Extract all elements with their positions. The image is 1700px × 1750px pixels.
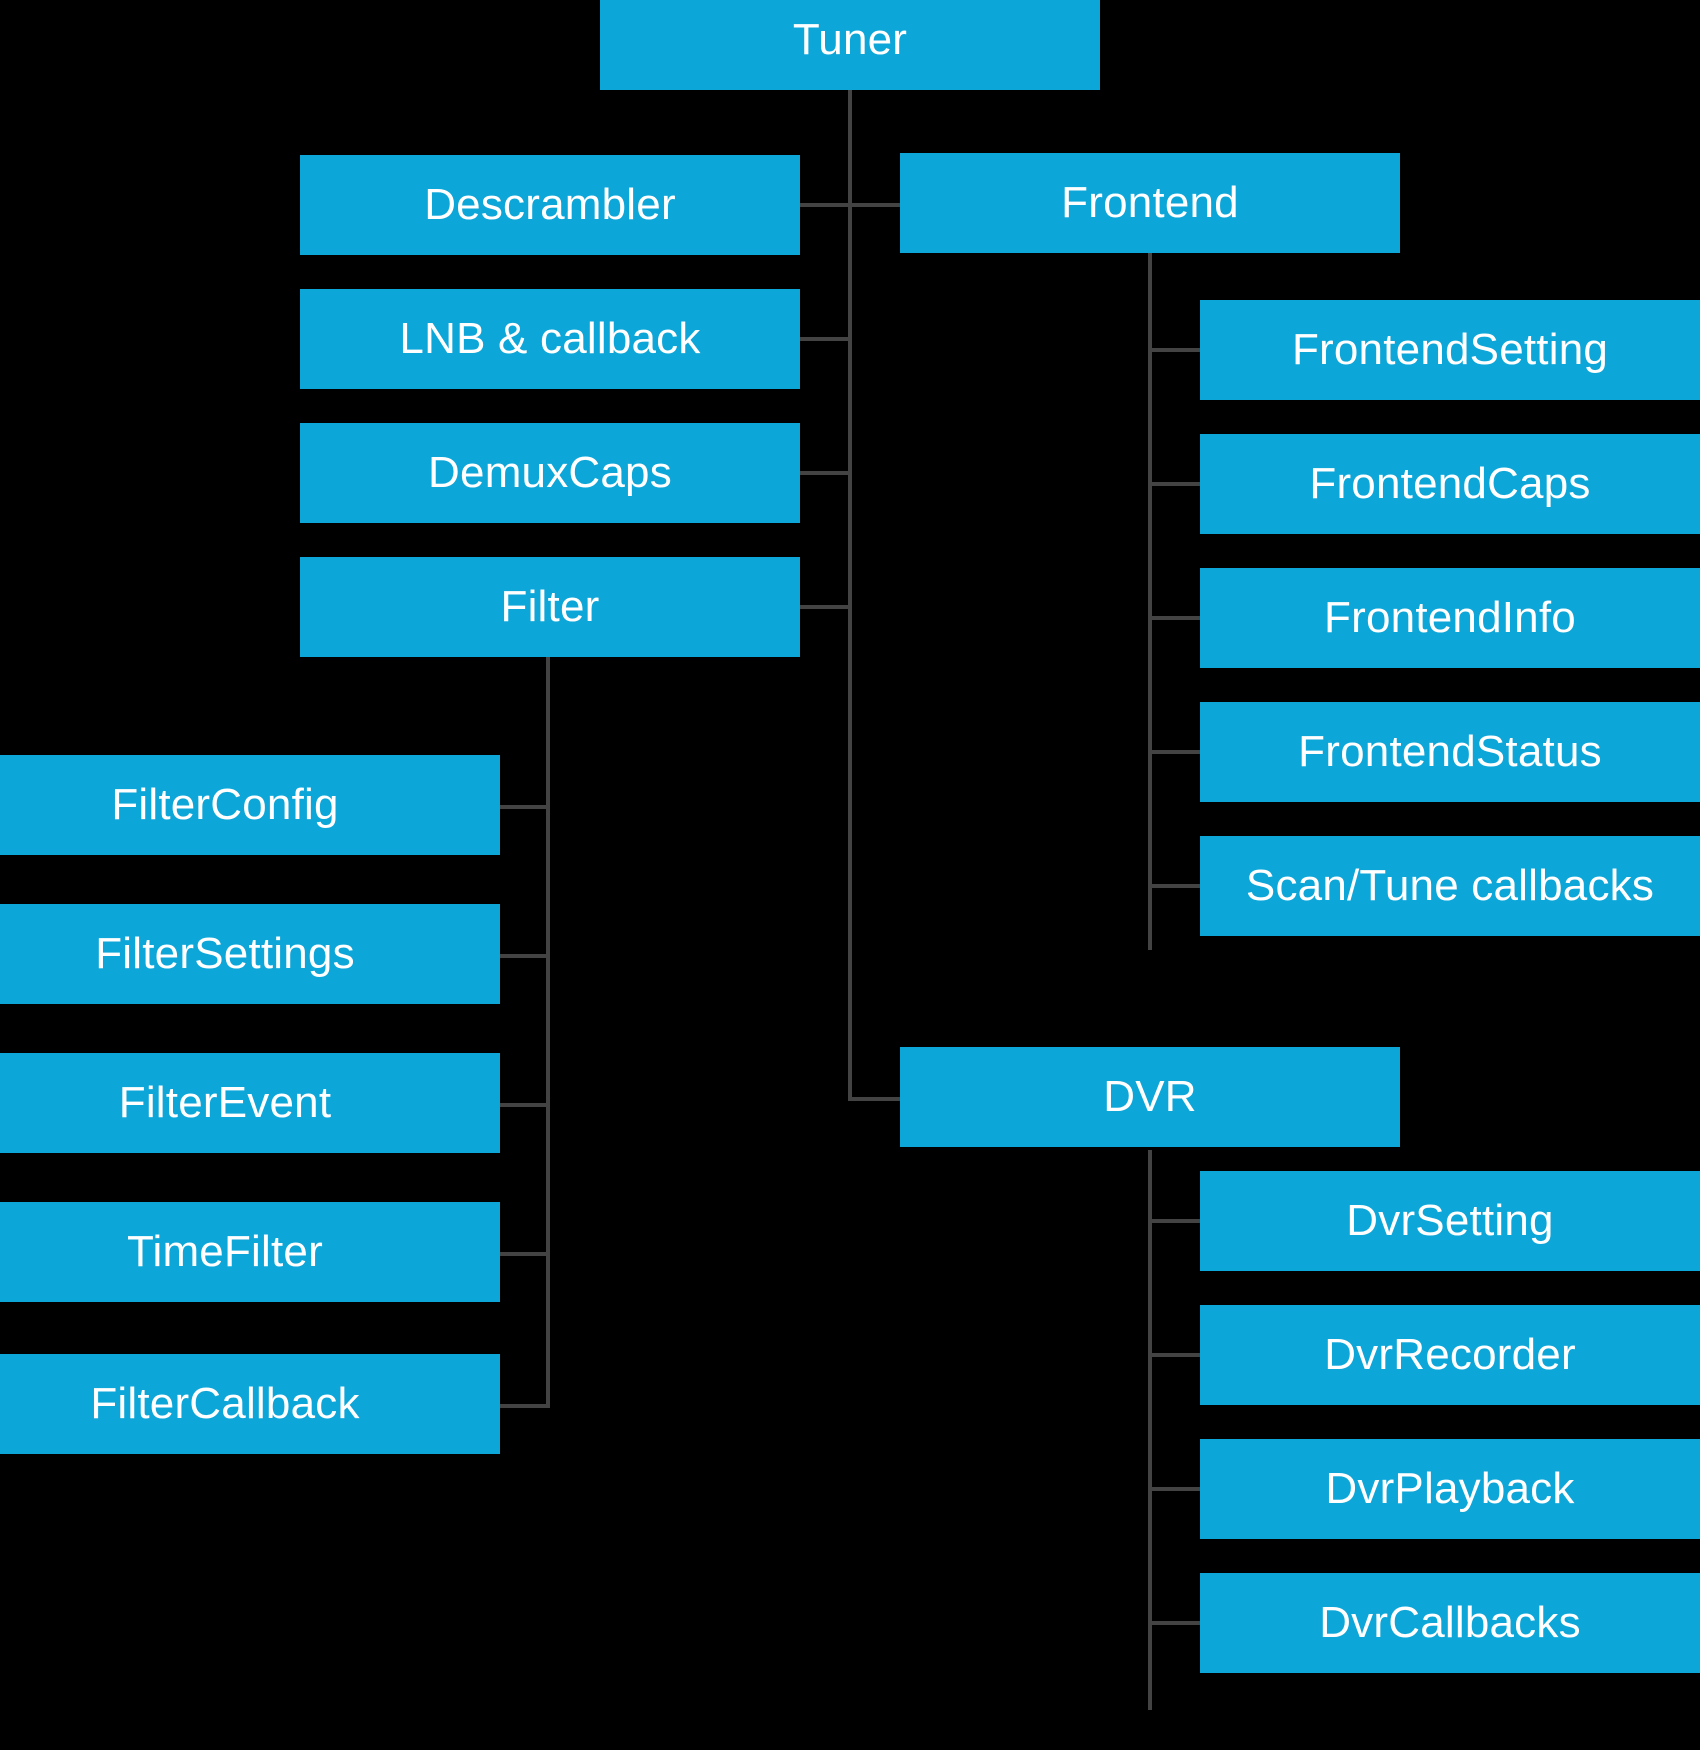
node-frontend-info-label: FrontendInfo — [1324, 593, 1576, 642]
node-descrambler[interactable]: Descrambler — [300, 155, 800, 255]
node-dvr-callbacks[interactable]: DvrCallbacks — [1200, 1573, 1700, 1673]
node-filter-label: Filter — [500, 582, 600, 631]
edge-frontend-status — [1148, 750, 1204, 754]
node-filter-settings[interactable]: FilterSettings — [0, 904, 500, 1004]
edge-filter-config — [500, 805, 550, 809]
node-tuner-label: Tuner — [792, 15, 908, 64]
node-demuxcaps[interactable]: DemuxCaps — [300, 423, 800, 523]
node-filter-settings-label: FilterSettings — [95, 929, 355, 978]
edge-filter-event — [500, 1103, 550, 1107]
node-time-filter[interactable]: TimeFilter — [0, 1202, 500, 1302]
node-dvr-playback[interactable]: DvrPlayback — [1200, 1439, 1700, 1539]
node-demuxcaps-label: DemuxCaps — [428, 448, 672, 497]
node-time-filter-label: TimeFilter — [127, 1227, 323, 1276]
edge-dvr-callbacks — [1148, 1621, 1204, 1625]
edge-filter-callback — [500, 1404, 550, 1408]
edge-filter-timefilter — [500, 1252, 550, 1256]
node-frontend-status[interactable]: FrontendStatus — [1200, 702, 1700, 802]
node-frontend-setting-label: FrontendSetting — [1291, 325, 1609, 374]
edge-filter-trunk — [546, 648, 550, 1408]
edge-tuner-descrambler — [800, 203, 852, 207]
node-frontend-status-label: FrontendStatus — [1298, 727, 1602, 776]
node-tuner[interactable]: Tuner — [600, 0, 1100, 90]
edge-frontend-scantune — [1148, 884, 1204, 888]
node-filter-event-label: FilterEvent — [118, 1078, 332, 1127]
edge-dvr-playback — [1148, 1487, 1204, 1491]
node-filter-event[interactable]: FilterEvent — [0, 1053, 500, 1153]
node-lnb-callback-label: LNB & callback — [399, 314, 701, 363]
node-filter-config[interactable]: FilterConfig — [0, 755, 500, 855]
edge-tuner-dvr — [848, 1097, 904, 1101]
node-dvr-recorder[interactable]: DvrRecorder — [1200, 1305, 1700, 1405]
node-scan-tune-callbacks[interactable]: Scan/Tune callbacks — [1200, 836, 1700, 936]
node-dvr-setting[interactable]: DvrSetting — [1200, 1171, 1700, 1271]
node-filter-config-label: FilterConfig — [111, 780, 339, 829]
node-dvr-label: DVR — [1103, 1072, 1197, 1121]
node-dvr-recorder-label: DvrRecorder — [1324, 1330, 1576, 1379]
node-frontend-setting[interactable]: FrontendSetting — [1200, 300, 1700, 400]
node-descrambler-label: Descrambler — [424, 180, 676, 229]
node-frontend-info[interactable]: FrontendInfo — [1200, 568, 1700, 668]
edge-dvr-trunk — [1148, 1150, 1152, 1710]
node-filter[interactable]: Filter — [300, 557, 800, 657]
node-filter-callback-label: FilterCallback — [90, 1379, 360, 1428]
edge-tuner-lnb — [800, 337, 852, 341]
node-dvr-playback-label: DvrPlayback — [1325, 1464, 1575, 1513]
node-lnb-callback[interactable]: LNB & callback — [300, 289, 800, 389]
node-frontend[interactable]: Frontend — [900, 153, 1400, 253]
node-dvr[interactable]: DVR — [900, 1047, 1400, 1147]
node-filter-callback[interactable]: FilterCallback — [0, 1354, 500, 1454]
edge-frontend-info — [1148, 616, 1204, 620]
node-frontend-caps-label: FrontendCaps — [1309, 459, 1591, 508]
edge-frontend-setting — [1148, 348, 1204, 352]
node-frontend-label: Frontend — [1061, 178, 1239, 227]
edge-tuner-filter — [800, 605, 852, 609]
edge-frontend-trunk — [1148, 250, 1152, 950]
edge-dvr-recorder — [1148, 1353, 1204, 1357]
edge-tuner-trunk — [848, 90, 852, 1101]
edge-tuner-demuxcaps — [800, 471, 852, 475]
node-scan-tune-callbacks-label: Scan/Tune callbacks — [1245, 861, 1655, 910]
node-frontend-caps[interactable]: FrontendCaps — [1200, 434, 1700, 534]
edge-filter-settings — [500, 954, 550, 958]
edge-tuner-frontend — [848, 203, 904, 207]
edge-dvr-setting — [1148, 1219, 1204, 1223]
node-dvr-callbacks-label: DvrCallbacks — [1319, 1598, 1581, 1647]
node-dvr-setting-label: DvrSetting — [1346, 1196, 1554, 1245]
edge-frontend-caps — [1148, 482, 1204, 486]
